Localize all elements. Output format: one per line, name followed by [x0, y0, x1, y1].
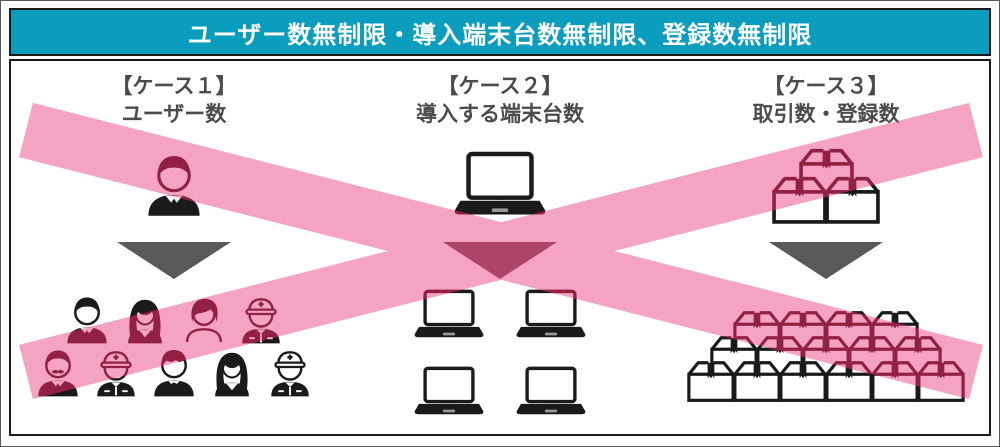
- case1-column: 【ケース１】 ユーザー数: [11, 61, 337, 434]
- case3-title-line: 【ケース３】: [763, 75, 889, 98]
- laptop-icon: [451, 151, 549, 218]
- woman-bob-icon: [173, 289, 233, 349]
- box-icon: [732, 357, 782, 403]
- case3-subtitle: 取引数・登録数: [752, 103, 900, 127]
- box-icon: [916, 357, 966, 403]
- man-casual-icon: [144, 342, 204, 402]
- case1-subtitle: ユーザー数: [121, 103, 227, 127]
- case1-title: 【ケース１】 ユーザー数: [112, 73, 237, 135]
- case1-title-line: 【ケース１】: [111, 75, 237, 98]
- down-arrow-icon: [117, 242, 231, 279]
- content-panel: 【ケース１】 ユーザー数 【ケース２】 導入する端末台数 【ケース３】 取引数・…: [9, 59, 991, 436]
- case2-column: 【ケース２】 導入する端末台数: [337, 61, 663, 434]
- case3-box-pile: [688, 307, 964, 403]
- woman-icon: [115, 289, 175, 349]
- man-icon: [57, 289, 117, 349]
- worker-icon: [231, 289, 291, 349]
- laptops-row: [398, 289, 602, 340]
- case3-box-stack: [773, 135, 879, 233]
- case2-subtitle: 導入する端末台数: [416, 103, 584, 127]
- case2-laptop-group: [398, 289, 602, 417]
- case2-title: 【ケース２】 導入する端末台数: [416, 73, 584, 135]
- banner-title: ユーザー数無制限・導入端末台数無制限、登録数無制限: [187, 21, 813, 49]
- laptop-icon: [412, 289, 486, 340]
- laptop-icon: [412, 366, 486, 417]
- box-icon: [778, 357, 828, 403]
- people-row: [135, 145, 213, 223]
- boxes-row: [688, 357, 964, 403]
- laptop-icon: [514, 366, 588, 417]
- case2-title-line: 【ケース２】: [437, 75, 563, 98]
- down-arrow-icon: [443, 242, 557, 279]
- case3-title: 【ケース３】 取引数・登録数: [753, 73, 900, 135]
- people-row: [58, 289, 290, 349]
- box-icon: [686, 357, 736, 403]
- laptops-row: [398, 366, 602, 417]
- case2-single-laptop: [451, 135, 549, 233]
- man-mustache-icon: [28, 342, 88, 402]
- down-arrow-icon: [769, 242, 883, 279]
- header-banner: ユーザー数無制限・導入端末台数無制限、登録数無制限: [9, 8, 991, 56]
- worker-icon: [86, 342, 146, 402]
- man-icon: [135, 145, 213, 223]
- case3-column: 【ケース３】 取引数・登録数: [663, 61, 989, 434]
- box-icon: [870, 357, 920, 403]
- worker-icon: [260, 342, 320, 402]
- box-icon: [824, 357, 874, 403]
- box-icon: [771, 172, 828, 225]
- box-icon: [824, 172, 881, 225]
- boxes-row: [773, 172, 879, 225]
- people-row: [29, 342, 319, 402]
- woman-icon: [202, 342, 262, 402]
- case1-single-user: [135, 135, 213, 233]
- case1-user-group: [29, 289, 319, 402]
- laptop-icon: [514, 289, 588, 340]
- laptops-row: [451, 151, 549, 218]
